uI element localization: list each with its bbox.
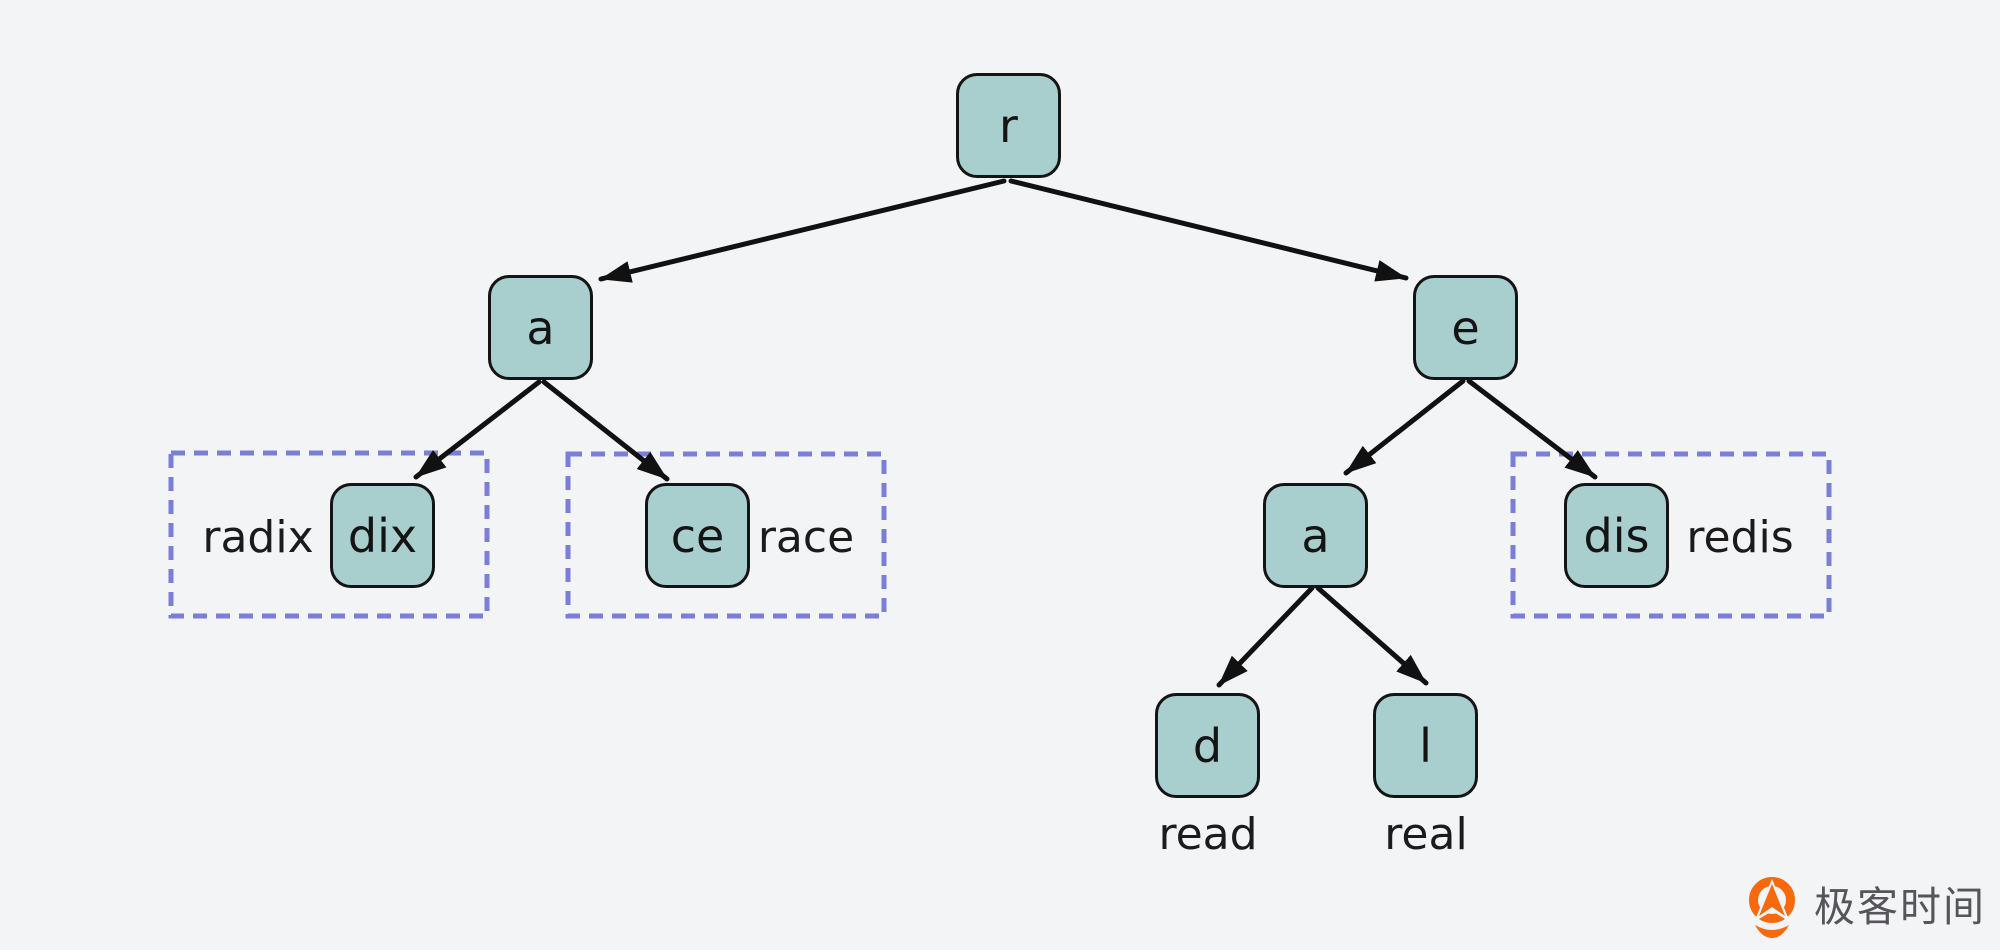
geektime-logo-text: 极客时间 — [1814, 882, 1986, 931]
edge-r-to-a — [598, 178, 1007, 283]
tree-node-ce: ce — [645, 483, 750, 588]
word-label-read: read — [1158, 809, 1258, 860]
tree-node-l: l — [1373, 693, 1478, 798]
geektime-logo-icon — [1749, 877, 1795, 938]
group-box-race-group — [565, 451, 887, 619]
tree-node-d: d — [1155, 693, 1260, 798]
tree-node-a2: a — [1263, 483, 1368, 588]
edge-e-to-a2 — [1343, 378, 1466, 476]
tree-node-dis: dis — [1564, 483, 1669, 588]
group-box-radix-group — [168, 450, 490, 619]
tree-node-r: r — [956, 73, 1061, 178]
edge-a2-to-l — [1315, 585, 1429, 686]
tree-node-dix: dix — [330, 483, 435, 588]
edge-a-to-ce — [541, 379, 670, 482]
edge-a2-to-d — [1216, 585, 1315, 688]
edge-a-to-dix — [413, 379, 542, 480]
group-box-redis-group — [1510, 451, 1832, 619]
edge-r-to-e — [1008, 178, 1409, 282]
tree-node-e: e — [1413, 275, 1518, 380]
word-label-redis: redis — [1686, 512, 1794, 563]
word-label-race: race — [757, 512, 855, 563]
tree-node-a1: a — [488, 275, 593, 380]
edge-e-to-dis — [1466, 378, 1598, 480]
word-label-radix: radix — [202, 512, 314, 563]
word-label-real: real — [1384, 809, 1468, 860]
geektime-logo: 极客时间 — [1740, 874, 1986, 940]
